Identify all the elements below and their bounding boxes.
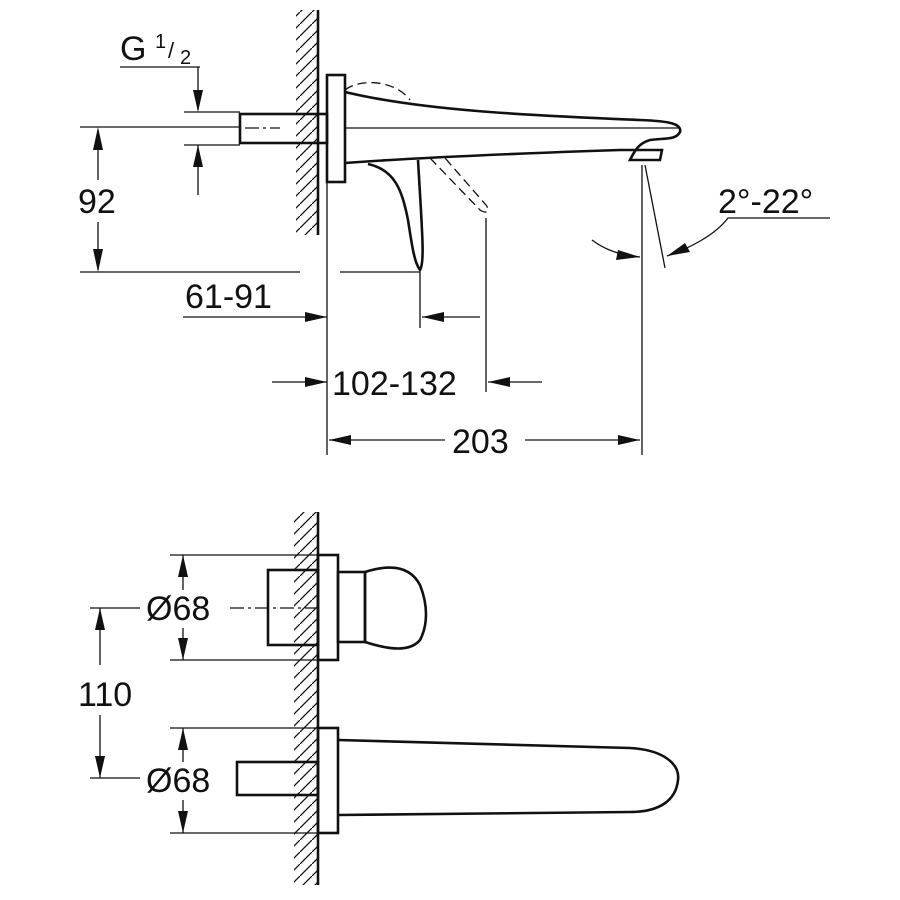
- thread-numerator: 1: [155, 31, 166, 53]
- dim-diameter-upper-label: Ø68: [146, 590, 210, 628]
- thread-denominator: 2: [180, 47, 191, 69]
- spout-outline: [337, 738, 680, 817]
- dim-angle-label: 2°-22°: [718, 183, 813, 221]
- dim-diameter-lower-label: Ø68: [146, 762, 210, 800]
- handle-flange: [316, 553, 340, 662]
- spout-flange: [316, 726, 340, 835]
- dim-projection-label: 203: [452, 423, 509, 461]
- spout-outline: [344, 90, 682, 165]
- wall-flange: [325, 73, 347, 184]
- lever-alt-position: [429, 157, 489, 213]
- side-view: 92 G 1 / 2 61-91 102-132 203: [78, 10, 830, 461]
- handle-knob: [363, 566, 428, 650]
- wall-hatching: [294, 512, 318, 885]
- wall-hatching: [296, 10, 318, 235]
- dim-handle-label: 102-132: [332, 365, 457, 403]
- dim-height-label: 92: [78, 183, 116, 221]
- thread-label: G: [120, 30, 146, 68]
- lever-handle: [367, 159, 424, 273]
- svg-text:/: /: [168, 38, 175, 63]
- dim-wall-label: 61-91: [185, 278, 272, 316]
- dim-spacing-label: 110: [78, 676, 132, 714]
- front-view: Ø68 110 Ø68: [78, 512, 680, 885]
